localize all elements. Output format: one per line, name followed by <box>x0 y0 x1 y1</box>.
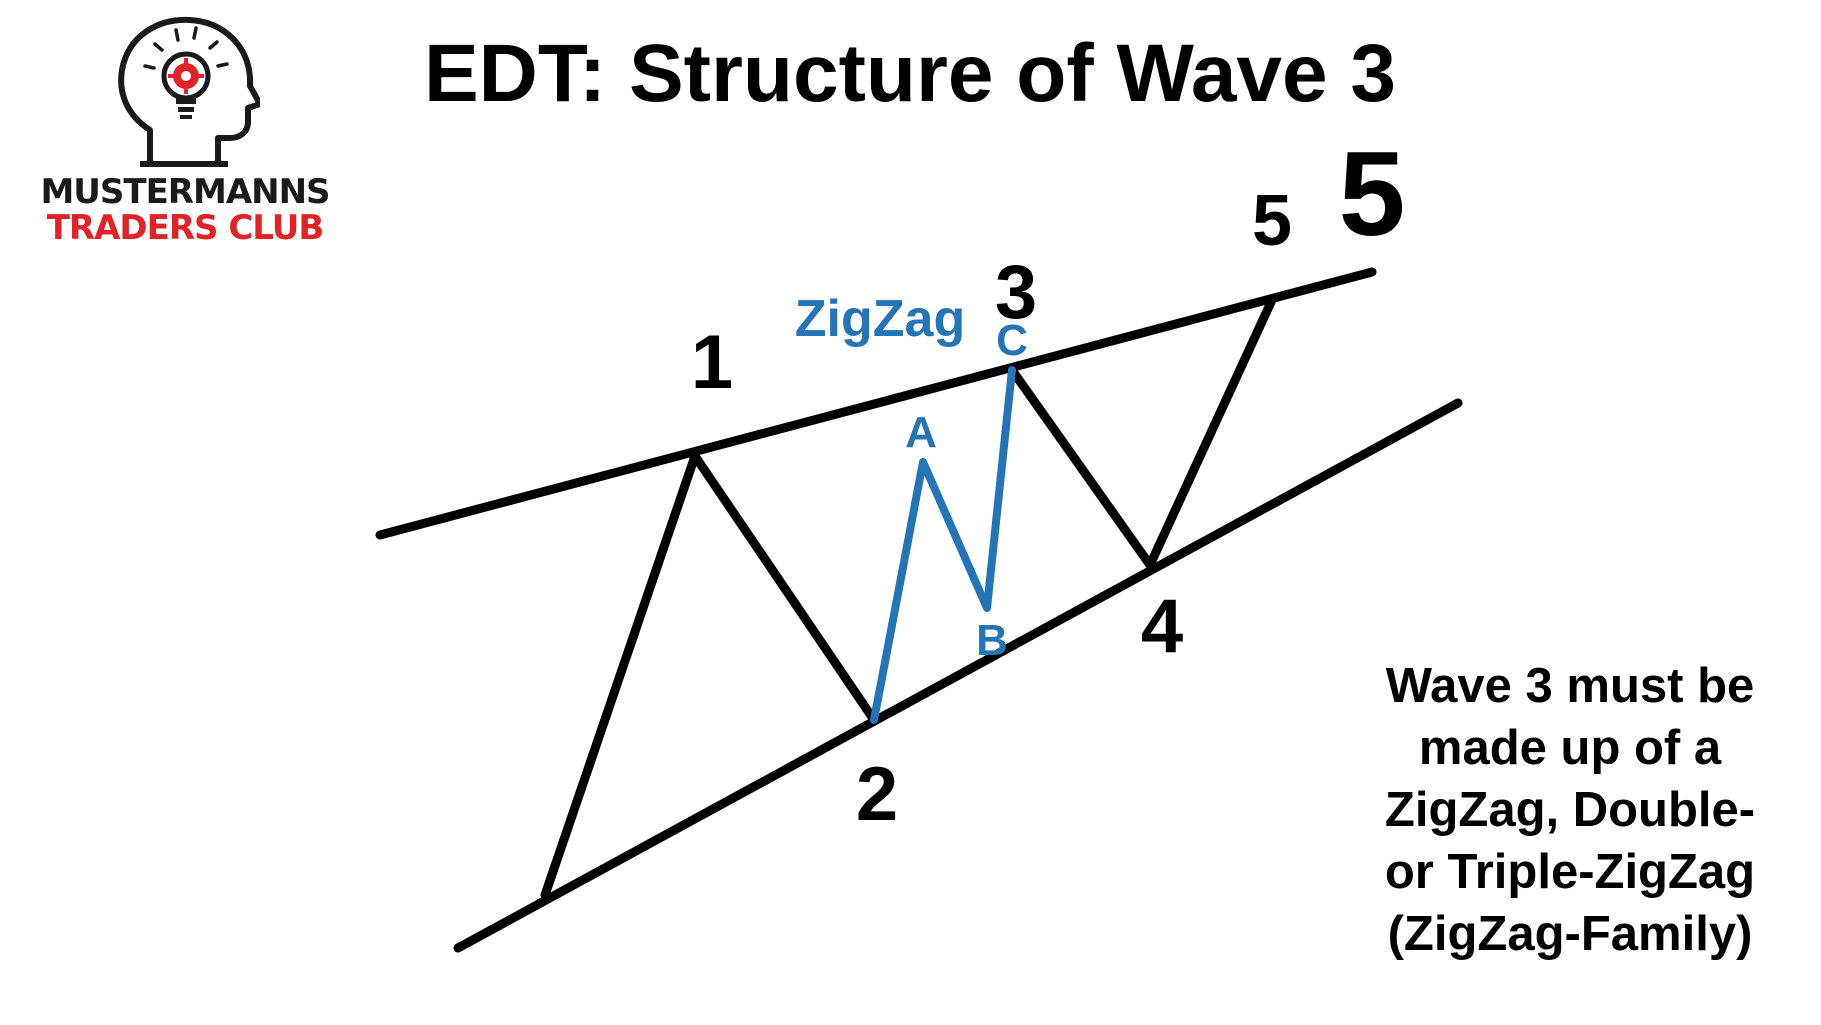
logo-text-line1: MUSTERMANNS <box>40 172 330 212</box>
logo: MUSTERMANNS TRADERS CLUB <box>30 12 340 252</box>
upper-trendline <box>375 267 1377 540</box>
rule-text-line: made up of a <box>1418 721 1722 775</box>
wave-label-2: 2 <box>856 752 898 837</box>
rule-text-line: ZigZag, Double- <box>1384 783 1756 837</box>
rule-text-line: (ZigZag-Family) <box>1387 907 1753 961</box>
zigzag-label-c: C <box>996 316 1028 365</box>
wave-path-3-4-5 <box>1007 295 1277 570</box>
wave-3-rule-text: Wave 3 must be made up of a ZigZag, Doub… <box>1345 655 1795 965</box>
lower-trendline <box>453 398 1463 953</box>
zigzag-label-b: B <box>976 616 1008 665</box>
logo-text-line2: TRADERS CLUB <box>46 208 325 248</box>
zigzag-label-a: A <box>905 408 937 457</box>
wave-label-5-small: 5 <box>1252 181 1292 261</box>
zigzag-wave-3-path <box>870 366 1016 724</box>
wave-label-3: 3 <box>995 250 1037 335</box>
rule-text-line: or Triple-ZigZag <box>1384 845 1756 899</box>
head-lightbulb-icon <box>118 16 260 167</box>
wave-label-1: 1 <box>691 320 733 405</box>
page-title: EDT: Structure of Wave 3 <box>423 28 1397 119</box>
zigzag-label: ZigZag <box>795 290 965 348</box>
wave-label-5-large: 5 <box>1339 127 1406 261</box>
wave-path-0-1-2 <box>540 451 879 900</box>
rule-text-line: Wave 3 must be <box>1385 659 1755 713</box>
wave-label-4: 4 <box>1141 584 1183 669</box>
